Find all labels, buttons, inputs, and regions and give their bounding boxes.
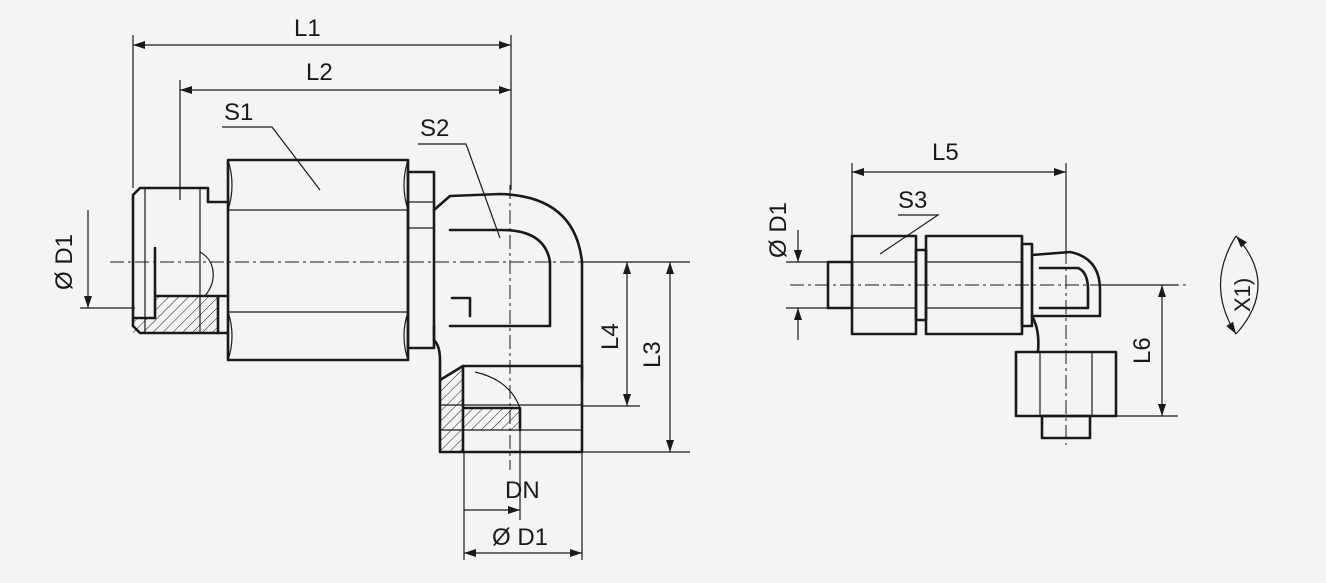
swivel-nut [406, 170, 436, 350]
callout-label-s2: S2 [420, 115, 449, 142]
callout-label-s3: S3 [898, 187, 927, 214]
rotation-label-x1: X1) [1230, 278, 1255, 312]
female-port [438, 364, 584, 454]
hex-nut-s1 [226, 158, 410, 362]
dimension-label-d1-bottom: Ø D1 [492, 524, 548, 551]
dimension-label-d1-right: Ø D1 [765, 202, 792, 258]
dimension-label-l4: L4 [597, 323, 624, 350]
dimension-label-l2: L2 [306, 59, 333, 86]
elbow-body-s2 [432, 192, 584, 382]
callout-label-s1: S1 [224, 99, 253, 126]
left-view-fitting [80, 35, 690, 560]
dimension-label-dn: DN [505, 477, 540, 504]
male-thread-end [131, 186, 230, 335]
dimension-label-l1: L1 [294, 15, 321, 42]
dimension-label-l3: L3 [639, 341, 666, 368]
dimension-label-d1-left: Ø D1 [51, 234, 78, 290]
dimension-label-l6: L6 [1129, 337, 1156, 364]
right-view-fitting [786, 163, 1259, 445]
dimension-label-l5: L5 [932, 139, 959, 166]
